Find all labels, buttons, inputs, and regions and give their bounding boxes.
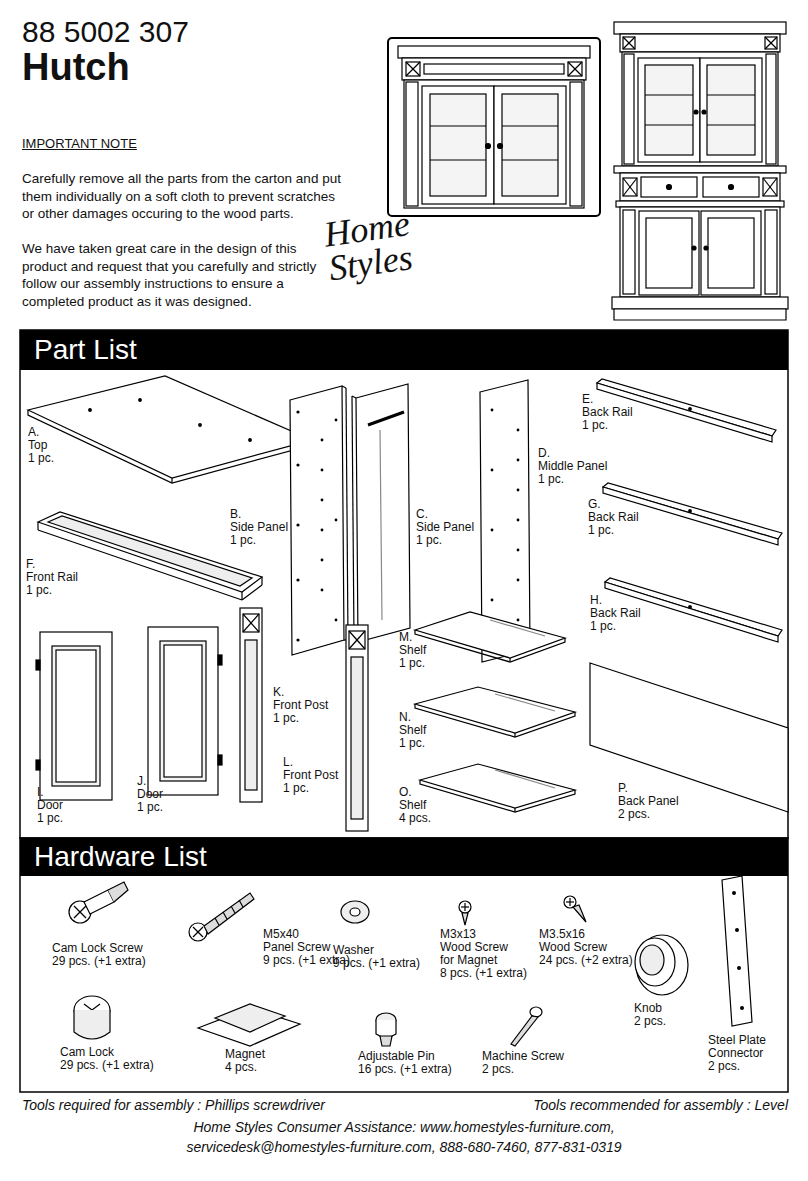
hardware-label: M3.5x16 Wood Screw 24 pcs. (+2 extra) — [539, 928, 633, 967]
tools-note: Tools recommended for assembly : Level — [533, 1097, 788, 1114]
part-label: J. Door 1 pc. — [137, 775, 163, 814]
part-label: L. Front Post 1 pc. — [283, 756, 338, 795]
brand-logo: Home Styles — [322, 206, 417, 285]
hardware-label: Washer 9 pcs. (+1 extra) — [333, 944, 420, 970]
hardware-label: Knob 2 pcs. — [634, 1002, 666, 1028]
part-label: I. Door 1 pc. — [37, 786, 63, 825]
hardware-list-frame — [20, 838, 788, 1092]
hardware-label: Cam Lock Screw 29 pcs. (+1 extra) — [52, 942, 146, 968]
part-front-posts — [240, 608, 368, 831]
section-band: Hardware List — [20, 838, 788, 876]
part-shelves — [415, 612, 575, 812]
hardware-label: Machine Screw 2 pcs. — [482, 1050, 564, 1076]
page-title: Hutch — [22, 46, 130, 88]
hardware-label: Cam Lock 29 pcs. (+1 extra) — [60, 1046, 154, 1072]
part-side-panel-c — [352, 384, 410, 642]
part-label: O. Shelf 4 pcs. — [399, 786, 431, 825]
section-band: Part List — [20, 330, 788, 370]
part-label: M. Shelf 1 pc. — [399, 631, 426, 670]
part-label: P. Back Panel 2 pcs. — [618, 782, 679, 821]
part-side-panel-b — [290, 386, 348, 655]
part-label: C. Side Panel 1 pc. — [416, 508, 474, 547]
contact-info: servicedesk@homestyles-furniture.com, 88… — [0, 1139, 808, 1156]
note-text: Carefully remove all the parts from the … — [22, 170, 341, 223]
part-label: A. Top 1 pc. — [28, 426, 54, 465]
note-heading: IMPORTANT NOTE — [22, 136, 137, 152]
part-number: 88 5002 307 — [22, 14, 189, 50]
part-list-frame — [20, 330, 788, 838]
part-label: K. Front Post 1 pc. — [273, 686, 328, 725]
hardware-label: Steel Plate Connector 2 pcs. — [708, 1034, 766, 1073]
part-doors — [36, 627, 222, 800]
note-text: We have taken great care in the design o… — [22, 240, 316, 310]
part-front-rail-f — [38, 512, 262, 600]
tools-note: Tools required for assembly : Phillips s… — [22, 1097, 325, 1114]
hutch-top-view — [388, 38, 600, 216]
part-label: H. Back Rail 1 pc. — [590, 594, 641, 633]
part-label: G. Back Rail 1 pc. — [588, 498, 639, 537]
part-label: N. Shelf 1 pc. — [399, 711, 426, 750]
contact-info: Home Styles Consumer Assistance: www.hom… — [0, 1119, 808, 1136]
part-label: F. Front Rail 1 pc. — [26, 558, 78, 597]
hardware-label: Adjustable Pin 16 pcs. (+1 extra) — [358, 1050, 452, 1076]
hardware-label: M3x13 Wood Screw for Magnet 8 pcs. (+1 e… — [440, 928, 527, 980]
part-label: E. Back Rail 1 pc. — [582, 393, 633, 432]
part-top-a — [28, 376, 312, 483]
section-heading: Hardware List — [34, 841, 207, 873]
hutch-full-view — [612, 22, 788, 320]
hardware-illustrations — [69, 876, 752, 1046]
section-heading: Part List — [34, 334, 137, 366]
part-label: B. Side Panel 1 pc. — [230, 508, 288, 547]
part-label: D. Middle Panel 1 pc. — [538, 447, 607, 486]
hardware-label: Magnet 4 pcs. — [225, 1048, 265, 1074]
